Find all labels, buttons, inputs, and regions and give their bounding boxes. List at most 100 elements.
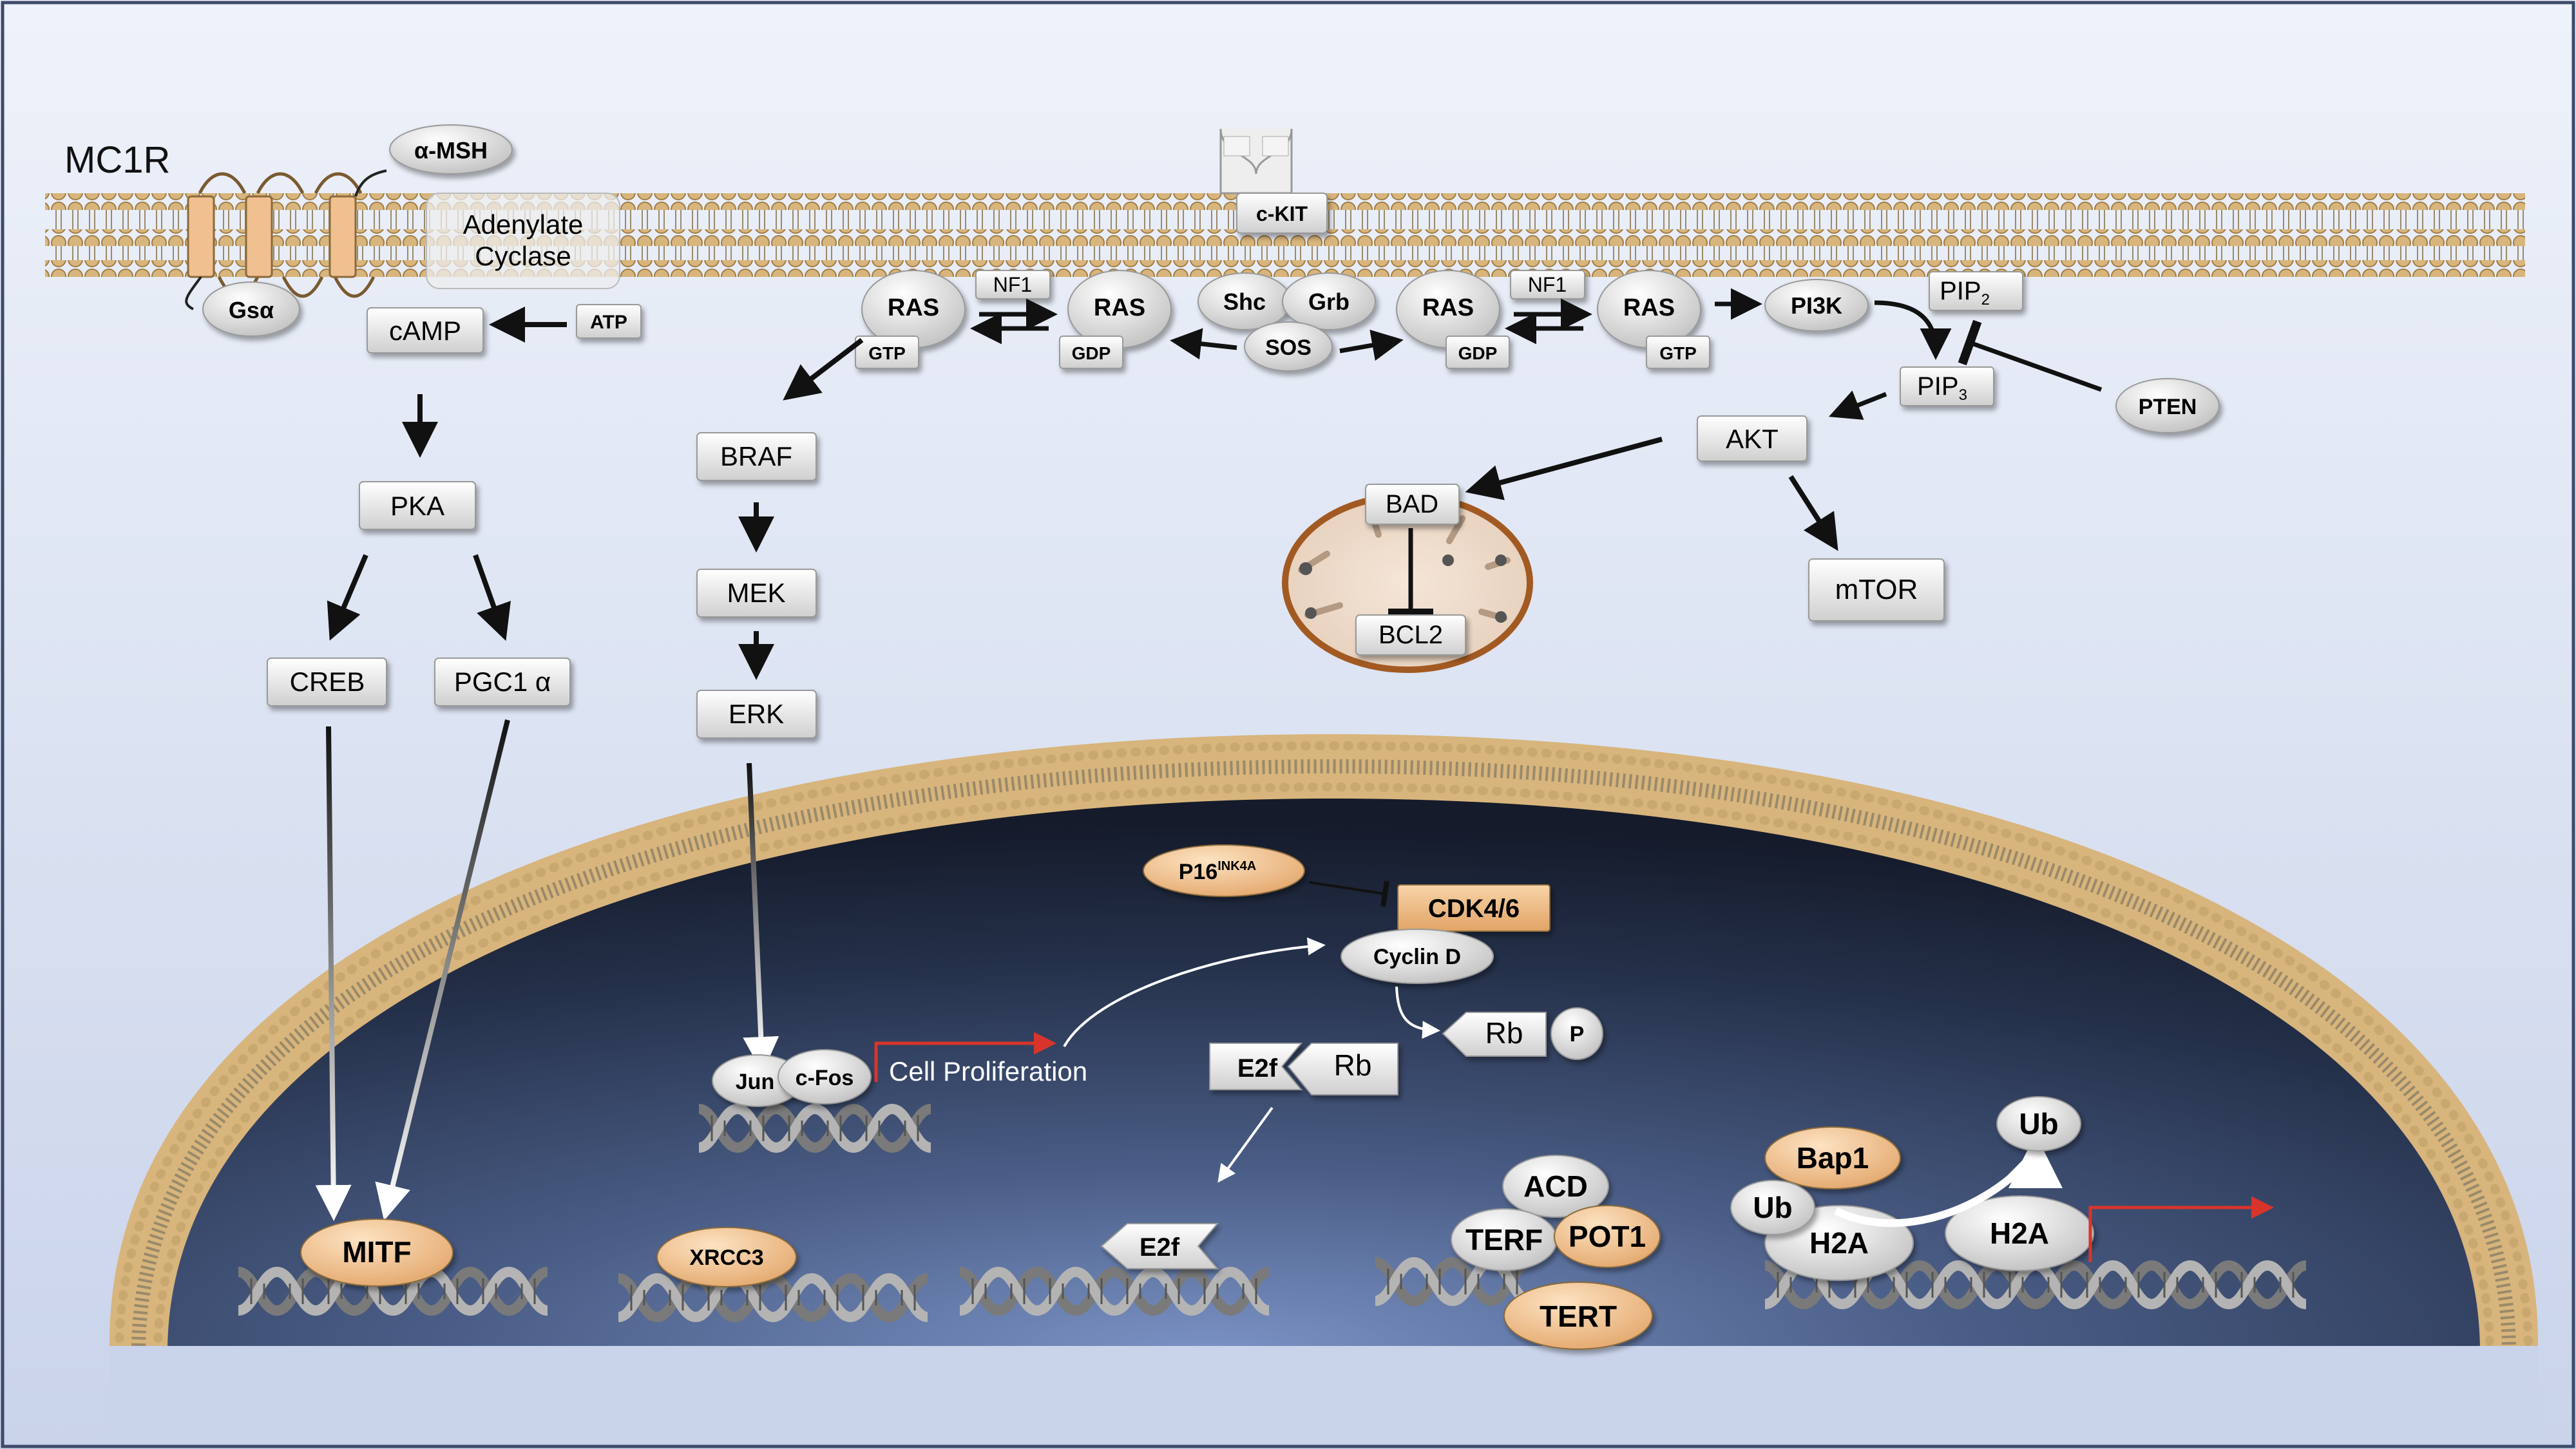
svg-text:E2f: E2f xyxy=(1140,1233,1180,1262)
ras-gdp-1: RAS GDP xyxy=(1059,270,1172,369)
svg-text:CDK4/6: CDK4/6 xyxy=(1428,895,1520,923)
p16-oval: P16INK4A xyxy=(1143,844,1305,897)
gs-alpha: Gsα xyxy=(202,281,300,337)
svg-text:TERF: TERF xyxy=(1465,1223,1543,1256)
ub-left-oval: Ub xyxy=(1730,1180,1815,1235)
braf-box: BRAF xyxy=(696,432,817,481)
bcl2-box: BCL2 xyxy=(1355,614,1466,656)
svg-text:MEK: MEK xyxy=(727,578,785,608)
e2f-box: E2f xyxy=(1100,1223,1219,1269)
terf-oval: TERF xyxy=(1451,1208,1558,1271)
adenylate-cyclase: Adenylate Cyclase xyxy=(426,193,620,289)
pot1-oval: POT1 xyxy=(1554,1205,1661,1268)
atp-box: ATP xyxy=(576,304,642,339)
sos-to-ras-left-arrow xyxy=(1170,328,1237,360)
nf1-left: NF1 xyxy=(975,270,1051,299)
svg-text:E2f: E2f xyxy=(1237,1054,1278,1083)
svg-text:NF1: NF1 xyxy=(1528,273,1567,296)
bad-box: BAD xyxy=(1365,484,1460,525)
svg-text:GDP: GDP xyxy=(1458,343,1498,363)
e2f-release-arrow xyxy=(1217,1106,1274,1183)
mtor-box: mTOR xyxy=(1808,558,1945,621)
p16-inhibits-cdk xyxy=(1308,880,1389,907)
svg-text:MITF: MITF xyxy=(342,1235,411,1269)
svg-text:Ub: Ub xyxy=(2019,1107,2058,1141)
h2a-right-oval: H2A xyxy=(1945,1195,2094,1271)
svg-text:ERK: ERK xyxy=(729,699,784,729)
cyclin-d-oval: Cyclin D xyxy=(1340,929,1494,984)
rb-phospho: Rb P xyxy=(1442,1007,1603,1060)
erk-to-jun-arrow xyxy=(743,762,779,1073)
mc1r-label: MC1R xyxy=(64,139,170,181)
svg-text:PGC1 α: PGC1 α xyxy=(454,667,551,697)
svg-text:c-KIT: c-KIT xyxy=(1256,202,1308,225)
svg-text:c-Fos: c-Fos xyxy=(796,1066,854,1090)
sos-oval: SOS xyxy=(1244,321,1333,372)
pgc1-to-mitf-arrow xyxy=(375,719,510,1221)
svg-text:Shc: Shc xyxy=(1223,289,1266,315)
tert-oval: TERT xyxy=(1503,1282,1653,1350)
svg-text:Bap1: Bap1 xyxy=(1797,1141,1869,1175)
pip2-to-pip3-arrow xyxy=(1874,300,1952,360)
svg-text:α-MSH: α-MSH xyxy=(414,137,488,164)
nf1-right: NF1 xyxy=(1510,270,1585,299)
svg-text:Adenylate: Adenylate xyxy=(463,209,584,240)
akt-to-mtor-arrow xyxy=(1788,475,1838,551)
pip3-to-akt-arrow xyxy=(1828,390,1887,420)
ras-to-braf-arrow xyxy=(783,337,864,401)
bap1-oval: Bap1 xyxy=(1764,1126,1901,1189)
svg-text:PI3K: PI3K xyxy=(1791,292,1842,319)
erk-box: ERK xyxy=(696,690,817,739)
pgc1-box: PGC1 α xyxy=(434,658,571,706)
pip3-box: PIP3 xyxy=(1900,366,1994,406)
svg-text:BRAF: BRAF xyxy=(720,441,792,471)
svg-text:Rb: Rb xyxy=(1334,1048,1372,1082)
pka-to-creb-arrow xyxy=(327,554,368,641)
shc-oval: Shc xyxy=(1197,272,1292,330)
svg-text:PKA: PKA xyxy=(390,491,444,521)
pi3k-oval: PI3K xyxy=(1764,279,1869,332)
pka-to-pgc1-arrow xyxy=(473,554,511,641)
svg-text:RAS: RAS xyxy=(1094,294,1145,321)
svg-text:cAMP: cAMP xyxy=(389,316,461,346)
pip2-box: PIP2 xyxy=(1929,271,2023,311)
svg-text:POT1: POT1 xyxy=(1569,1220,1646,1253)
svg-text:ACD: ACD xyxy=(1523,1170,1588,1203)
svg-text:Jun: Jun xyxy=(736,1070,774,1094)
svg-text:TERT: TERT xyxy=(1540,1300,1617,1333)
grb-oval: Grb xyxy=(1282,272,1376,330)
svg-text:GDP: GDP xyxy=(1072,343,1111,363)
akt-to-bad-arrow xyxy=(1465,437,1663,500)
camp-box: cAMP xyxy=(367,307,484,354)
alpha-msh-ligand: α-MSH xyxy=(389,124,513,175)
svg-text:ATP: ATP xyxy=(590,312,627,333)
pten-oval: PTEN xyxy=(2115,378,2220,433)
mek-box: MEK xyxy=(696,569,817,618)
cyclin-to-rbp-arrow xyxy=(1395,986,1440,1039)
creb-to-mitf-arrow xyxy=(315,726,352,1221)
svg-text:Ub: Ub xyxy=(1753,1191,1792,1224)
svg-text:GTP: GTP xyxy=(1659,343,1697,363)
transcription-arrow-h2a xyxy=(2088,1196,2274,1262)
svg-text:GTP: GTP xyxy=(868,343,906,363)
svg-text:P: P xyxy=(1570,1022,1585,1046)
svg-text:NF1: NF1 xyxy=(993,273,1032,296)
svg-text:AKT: AKT xyxy=(1726,424,1779,454)
svg-text:RAS: RAS xyxy=(1623,294,1675,321)
svg-text:Cyclase: Cyclase xyxy=(475,241,571,271)
svg-text:XRCC3: XRCC3 xyxy=(689,1245,763,1270)
svg-text:RAS: RAS xyxy=(1422,294,1474,321)
xrcc3-oval: XRCC3 xyxy=(656,1227,797,1287)
pten-inhibits-pip3 xyxy=(1958,319,2103,392)
svg-text:PIP2: PIP2 xyxy=(1940,277,1990,308)
acd-oval: ACD xyxy=(1502,1155,1609,1218)
svg-text:PIP3: PIP3 xyxy=(1917,372,1967,404)
svg-text:BCL2: BCL2 xyxy=(1379,621,1443,649)
cfos-oval: c-Fos xyxy=(778,1049,872,1104)
svg-text:Cyclin D: Cyclin D xyxy=(1373,945,1461,969)
sos-to-ras-right-arrow xyxy=(1339,329,1404,361)
mitf-oval: MITF xyxy=(300,1218,453,1287)
e2f-rb-complex: E2f Rb xyxy=(1209,1043,1398,1095)
